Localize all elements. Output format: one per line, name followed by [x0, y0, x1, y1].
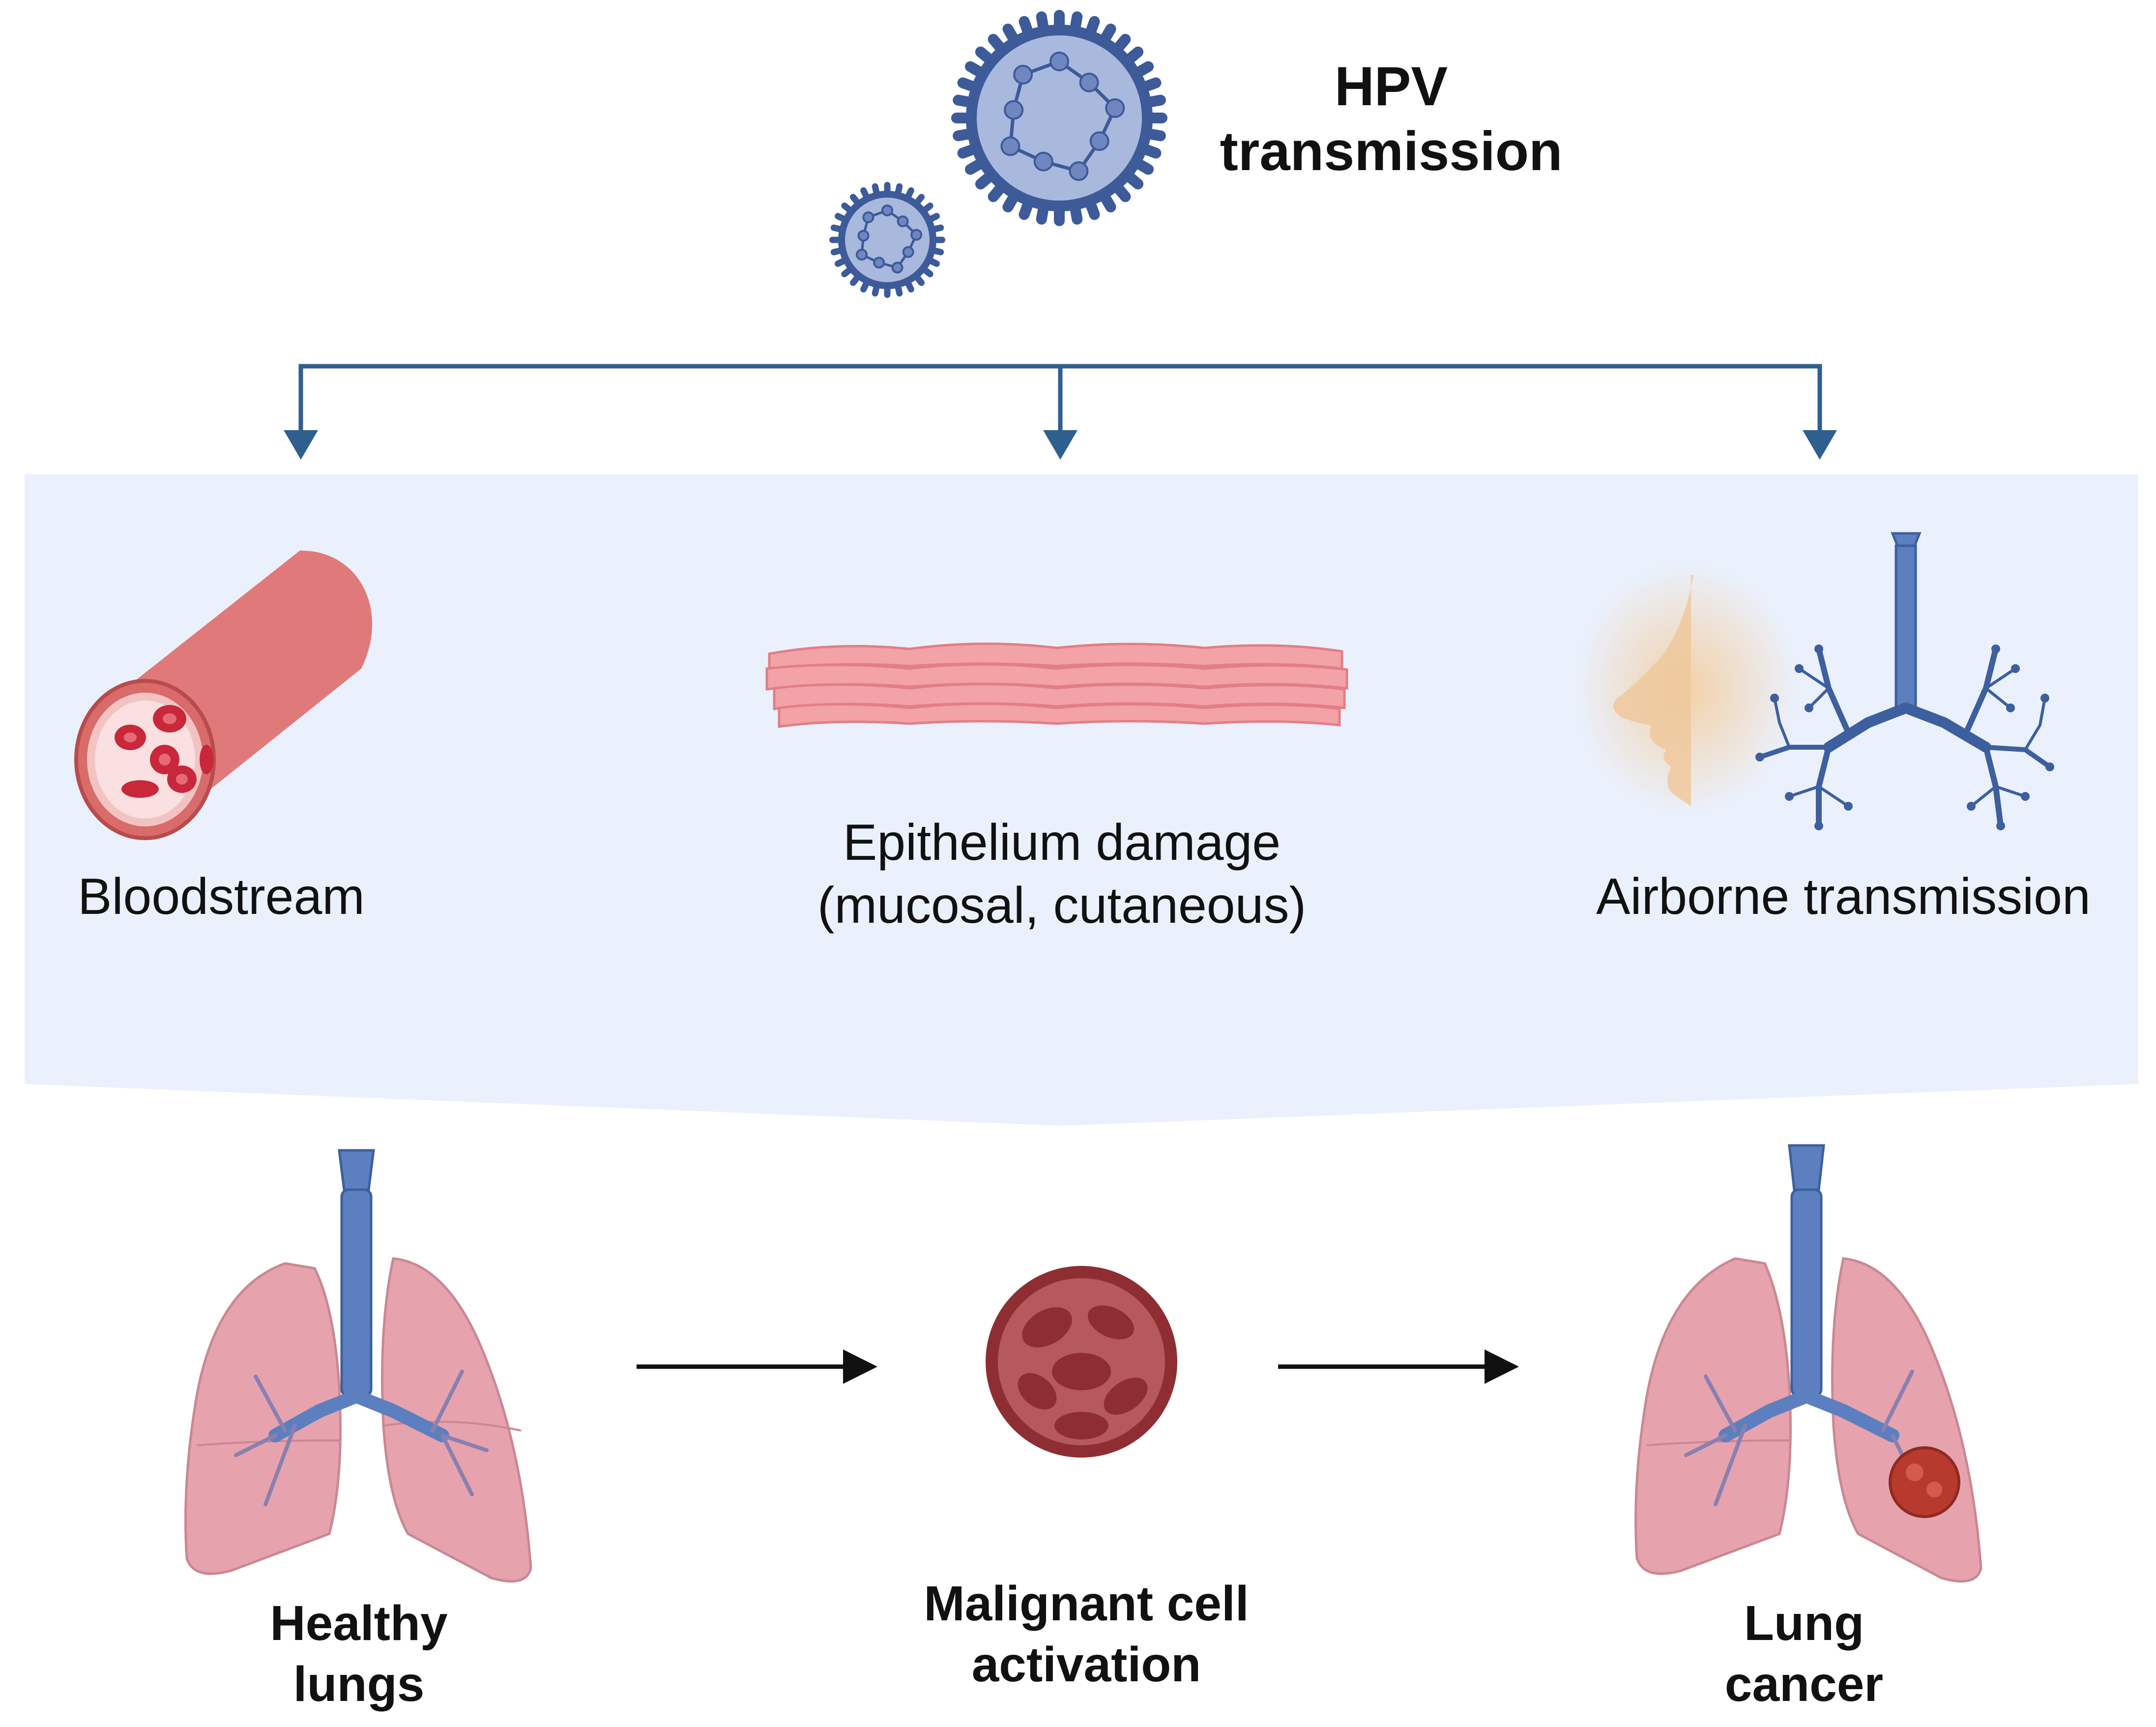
hpv-virus-small-icon — [829, 182, 945, 298]
hpv-virus-large-icon — [951, 10, 1167, 226]
malignant-cell-cluster-icon — [986, 1266, 1177, 1458]
branch-arrows — [298, 364, 1822, 433]
epithelium-label-line-1: Epithelium damage — [843, 814, 1281, 871]
cancer-label-line-1: Lung — [1744, 1596, 1865, 1651]
epithelium-damage-label: Epithelium damage (mucosal, cutaneous) — [718, 811, 1406, 937]
title-line-2: transmission — [1220, 120, 1563, 182]
healthy-lungs-icon — [184, 1149, 532, 1583]
cancer-label-line-2: cancer — [1724, 1657, 1884, 1712]
blood-vessel-icon — [74, 550, 373, 840]
arrow-head-epithelium — [1043, 430, 1078, 460]
cancer-lungs-icon — [1634, 1144, 1982, 1583]
healthy-lungs-label: Healthy lungs — [162, 1593, 555, 1715]
lung-cancer-label: Lung cancer — [1607, 1593, 2001, 1715]
alveoli-dots — [1755, 644, 2054, 830]
face-profile-icon — [1573, 560, 1799, 816]
flow-arrow-left — [637, 1349, 877, 1384]
arrow-head-airborne — [1803, 430, 1837, 460]
bloodstream-label: Bloodstream — [78, 868, 365, 925]
title-line-1: HPV — [1334, 56, 1448, 117]
epithelium-label-line-2: (mucosal, cutaneous) — [817, 877, 1307, 934]
malignant-label-line-2: activation — [971, 1637, 1201, 1692]
malignant-label-line-1: Malignant cell — [924, 1576, 1249, 1631]
epithelium-icon — [765, 643, 1348, 728]
flow-arrow-right — [1278, 1349, 1519, 1384]
tumor-icon — [1889, 1446, 1960, 1518]
arrow-head-bloodstream — [284, 430, 318, 460]
malignant-cell-activation-label: Malignant cell activation — [841, 1573, 1332, 1695]
healthy-label-line-2: lungs — [293, 1657, 425, 1712]
hpv-transmission-title: HPV transmission — [1145, 54, 1637, 184]
airborne-transmission-label: Airborne transmission — [1596, 868, 2091, 925]
healthy-label-line-1: Healthy — [270, 1596, 448, 1651]
bronchial-tree-icon — [1757, 532, 2052, 829]
